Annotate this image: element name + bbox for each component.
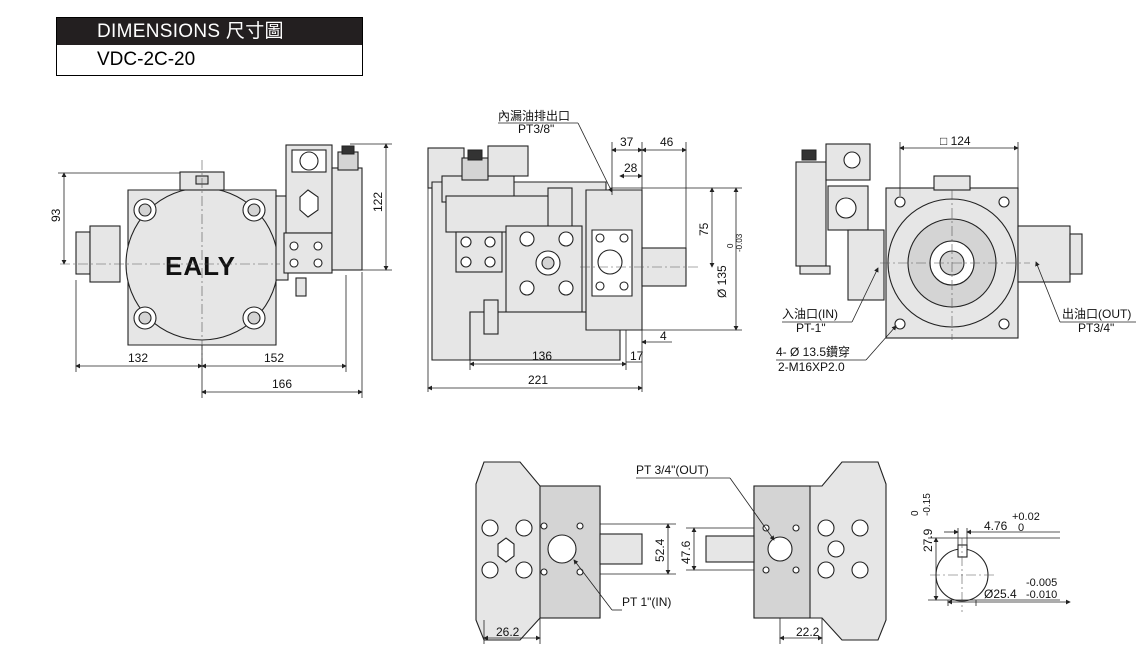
dim-25-4: Ø25.4 (984, 587, 1017, 601)
dim-124: □ 124 (940, 134, 971, 148)
side-view: 內漏油排出口 PT3/8" 37 46 28 75 Ø 135 0 -0.03 … (427, 109, 744, 392)
dim-37: 37 (620, 135, 634, 149)
outlet-size: PT3/4" (1078, 321, 1114, 335)
mount-holes-label: 4- Ø 13.5鑽穿 (776, 344, 850, 359)
title-block: DIMENSIONS 尺寸圖 VDC-2C-20 (56, 17, 363, 76)
drawing-title: DIMENSIONS 尺寸圖 (57, 18, 362, 45)
dim-75: 75 (697, 222, 711, 236)
dim-93: 93 (49, 208, 63, 222)
dim-136: 136 (532, 349, 552, 363)
dim-46: 46 (660, 135, 674, 149)
dim-4: 4 (660, 329, 667, 343)
dim-17: 17 (630, 349, 644, 363)
dim-4-76-tol-upper: +0.02 (1012, 511, 1040, 523)
dim-22-2: 22.2 (796, 625, 820, 639)
outlet-label: 出油口(OUT) (1062, 307, 1131, 321)
front-view: EALY 132 152 166 93 122 (49, 143, 392, 398)
dim-25-4-tol-upper: -0.005 (1026, 577, 1057, 589)
dim-221: 221 (528, 373, 548, 387)
dim-135-tol-lower: -0.03 (735, 233, 744, 252)
back-view: □ 124 入油口(IN) PT-1" 出油口(OUT) PT3/4" 4- Ø… (776, 134, 1136, 374)
inlet-label: 入油口(IN) (782, 307, 838, 321)
dim-52-4: 52.4 (653, 538, 667, 562)
drain-port-label: 內漏油排出口 (498, 109, 570, 123)
dim-28: 28 (624, 161, 638, 175)
thread-label: 2-M16XP2.0 (778, 360, 845, 374)
dim-135: Ø 135 (715, 265, 729, 298)
dim-27-9: 27.9 (921, 528, 935, 552)
inlet-size: PT-1" (796, 321, 826, 335)
dim-27-9-tol-upper: 0 (910, 510, 921, 516)
in-port-label: PT 1"(IN) (622, 595, 671, 609)
shaft-key-detail: 27.9 0 -0.15 4.76 +0.02 0 Ø25.4 -0.005 -… (910, 493, 1071, 612)
dim-4-76: 4.76 (984, 519, 1008, 533)
dim-152: 152 (264, 351, 284, 365)
dim-25-4-tol-lower: -0.010 (1026, 589, 1057, 601)
brand-logo: EALY (165, 251, 236, 281)
out-port-label: PT 3/4"(OUT) (636, 463, 709, 477)
dim-27-9-tol-lower: -0.15 (922, 493, 933, 516)
dim-122: 122 (371, 192, 385, 212)
dim-26-2: 26.2 (496, 625, 520, 639)
dim-47-6: 47.6 (679, 540, 693, 564)
dim-4-76-tol-lower: 0 (1018, 522, 1024, 534)
model-number: VDC-2C-20 (97, 49, 196, 70)
drain-port-size: PT3/8" (518, 122, 554, 136)
dim-132: 132 (128, 351, 148, 365)
bottom-left-view: 52.4 26.2 PT 1"(IN) (475, 461, 676, 644)
bottom-right-view: 47.6 22.2 PT 3/4"(OUT) (636, 461, 887, 644)
dim-135-tol-upper: 0 (726, 243, 735, 248)
dim-166: 166 (272, 377, 292, 391)
